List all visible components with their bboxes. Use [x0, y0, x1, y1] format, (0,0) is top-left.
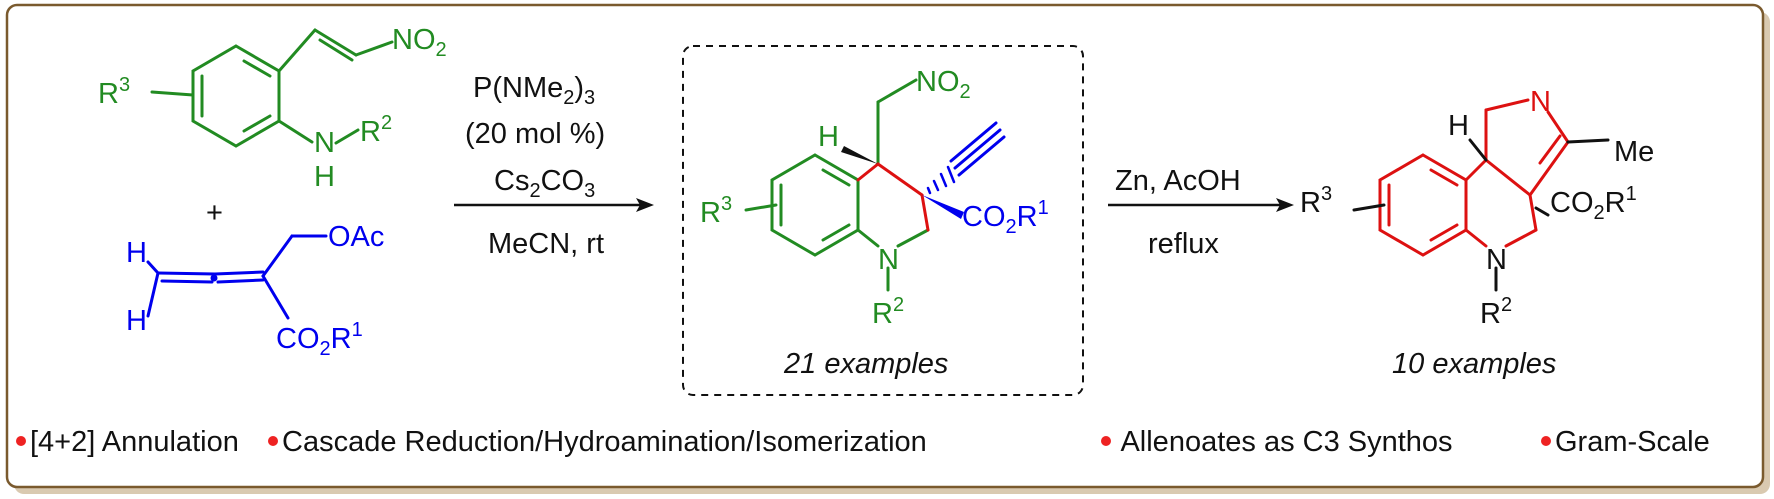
p2-examples: 10 examples: [1392, 348, 1556, 380]
frame: [5, 3, 1765, 489]
arrow-1-head: [636, 198, 654, 212]
p1-co2r1: CO2R1: [962, 197, 1049, 238]
reactant1-structure: [150, 28, 394, 148]
bullet-4: [1541, 436, 1551, 446]
p2-me: Me: [1614, 136, 1654, 168]
product1-wedge-h: [841, 146, 878, 164]
arrow1-conditions: MeCN, rt: [488, 228, 604, 260]
r1-r3: R3: [98, 74, 130, 110]
product1-red-bonds: [856, 162, 930, 232]
p2-r3: R3: [1300, 183, 1332, 219]
arrow1-base: Cs2CO3: [494, 165, 595, 202]
p1-r2: R2: [872, 294, 904, 330]
bullet-3: [1101, 436, 1111, 446]
product1-box: [682, 45, 1084, 396]
p1-h: H: [818, 121, 839, 153]
highlight-4: Gram-Scale: [1555, 426, 1710, 458]
p1-examples: 21 examples: [783, 348, 948, 380]
arrow2-conditions: reflux: [1148, 228, 1219, 260]
r1-n: N: [314, 127, 335, 159]
product1-hash-alkyne: [926, 165, 956, 195]
allene-center-dot: [210, 274, 218, 282]
highlight-2: Cascade Reduction/Hydroamination/Isomeri…: [282, 426, 927, 458]
reactant2-structure: [146, 234, 328, 320]
bullet-2: [268, 436, 278, 446]
p1-r3: R3: [700, 193, 732, 229]
arrow1-catalyst: P(NMe2)3: [473, 72, 595, 109]
r2-h-bottom: H: [126, 305, 147, 337]
p1-n: N: [878, 244, 899, 276]
product2-red-bonds: [1378, 98, 1570, 257]
p2-r2: R2: [1480, 294, 1512, 330]
r1-r2: R2: [360, 112, 392, 148]
p2-n-ring: N: [1530, 86, 1551, 118]
r2-oac: OAc: [328, 221, 384, 253]
product1-alkyne: [949, 121, 1006, 177]
highlight-1: [4+2] Annulation: [30, 426, 239, 458]
product2-black-bonds: [1352, 138, 1610, 292]
arrow2-reagent: Zn, AcOH: [1115, 165, 1241, 197]
highlight-3: Allenoates as C3 Synthos: [1114, 426, 1453, 458]
r1-no2: NO2: [392, 24, 447, 61]
p2-co2r1: CO2R1: [1550, 183, 1637, 224]
arrow-2-head: [1276, 198, 1294, 212]
p1-no2: NO2: [916, 66, 971, 103]
plus-sign: +: [206, 197, 223, 229]
product1-wedge-ester: [922, 195, 964, 219]
p2-h: H: [1448, 110, 1469, 142]
bullet-1: [16, 436, 26, 446]
r2-h-top: H: [126, 237, 147, 269]
arrow1-loading: (20 mol %): [465, 118, 605, 150]
r1-h: H: [314, 161, 335, 193]
r2-co2r1: CO2R1: [276, 319, 363, 360]
p2-n: N: [1486, 244, 1507, 276]
